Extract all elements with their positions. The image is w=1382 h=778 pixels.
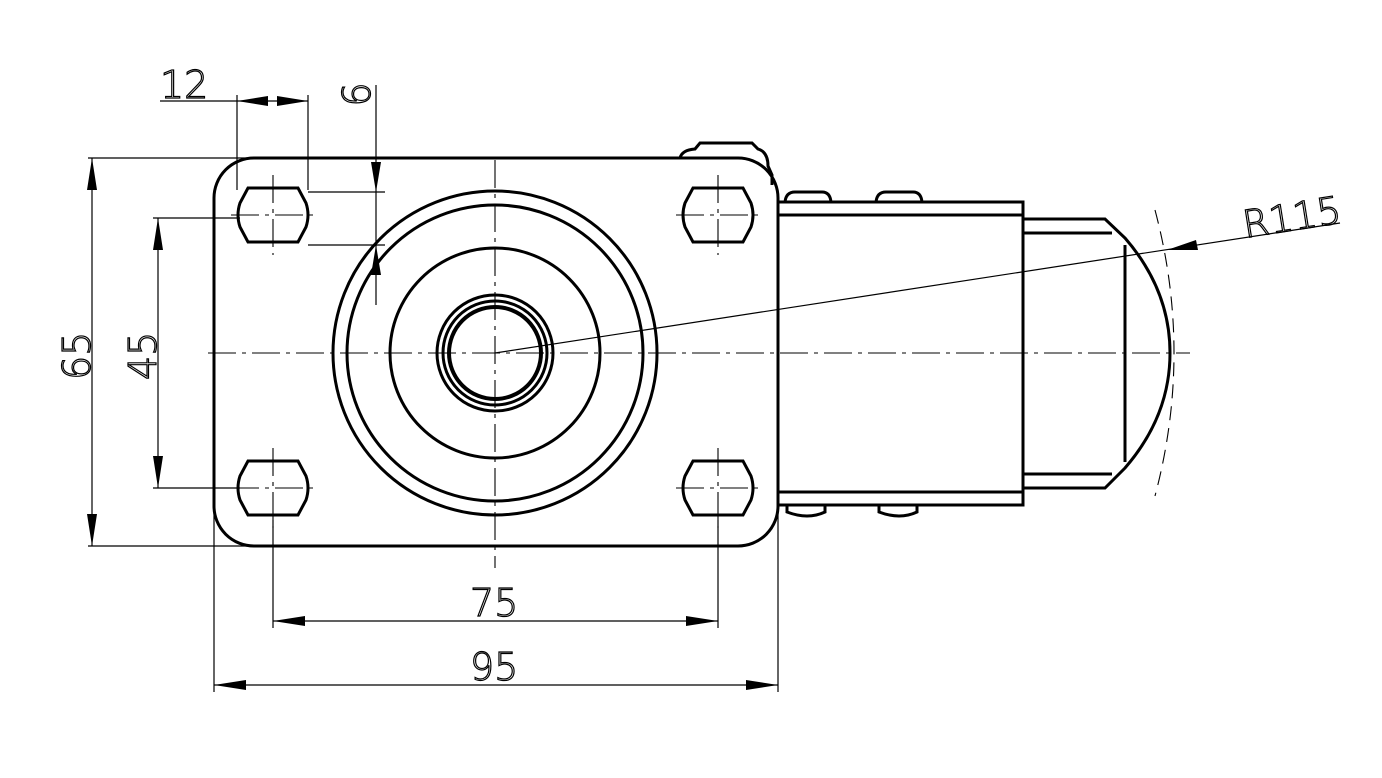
dim-label-9: 9 <box>333 82 377 106</box>
dim-label-12: 12 <box>160 63 208 107</box>
dimension-12: 12 <box>159 62 309 190</box>
wheel-tread <box>1023 209 1175 497</box>
dim-label-65: 65 <box>55 332 99 380</box>
radius-arc <box>1154 209 1175 497</box>
hole-bottom-right <box>676 448 760 528</box>
dim-label-r115: R115 <box>1240 188 1345 247</box>
dimension-9: 9 <box>308 81 385 305</box>
dim-label-75: 75 <box>470 581 518 625</box>
hole-top-left <box>231 175 315 255</box>
mounting-holes <box>231 175 760 528</box>
dim-label-95: 95 <box>470 645 518 689</box>
dimension-45: 45 <box>120 217 240 489</box>
hole-bottom-left <box>231 448 315 528</box>
dimension-65: 65 <box>54 157 250 547</box>
dimension-r115: R115 <box>494 187 1345 354</box>
wheel-body <box>776 190 1025 518</box>
dim-label-45: 45 <box>121 332 165 380</box>
swivel-bearing <box>331 189 659 517</box>
dimension-75: 75 <box>272 520 719 628</box>
kingpin-nut <box>678 141 774 185</box>
dimension-95: 95 <box>213 510 779 692</box>
hole-top-right <box>676 175 760 255</box>
